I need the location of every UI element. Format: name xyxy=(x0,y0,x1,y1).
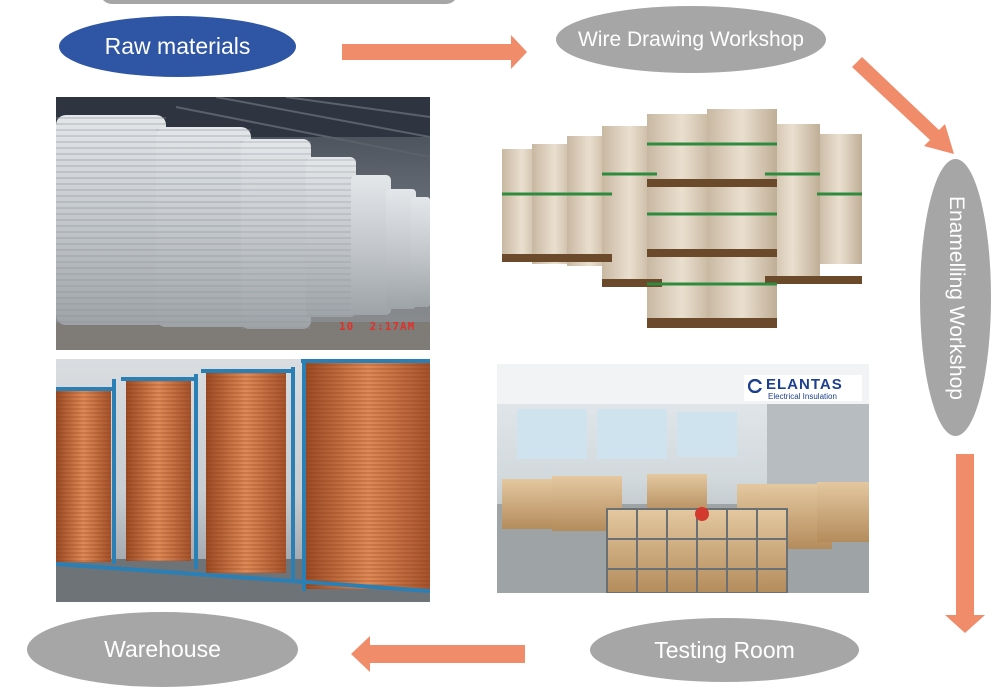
elantas-logo: ELANTAS Electrical Insulation xyxy=(744,375,862,401)
elantas-logo-tagline: Electrical Insulation xyxy=(768,392,837,401)
node-testing-room: Testing Room xyxy=(590,618,859,682)
node-warehouse-label: Warehouse xyxy=(104,636,221,662)
node-raw-materials-label: Raw materials xyxy=(104,33,251,59)
photo-aluminum-wire-coils xyxy=(56,97,430,350)
node-wire-drawing-workshop: Wire Drawing Workshop xyxy=(556,6,826,73)
arrow-enamel-to-testing xyxy=(945,454,985,633)
node-testing-label: Testing Room xyxy=(654,636,795,663)
elantas-logo-brand: ELANTAS xyxy=(766,376,843,393)
node-wire-drawing-label: Wire Drawing Workshop xyxy=(577,27,804,51)
photo-timestamp: 10 2:17AM xyxy=(339,320,416,333)
photo-enamel-ibc-tanks xyxy=(497,364,869,593)
arrow-testing-to-warehouse xyxy=(351,636,525,672)
arrow-wire-to-enamel xyxy=(852,57,954,154)
node-warehouse: Warehouse xyxy=(27,612,298,687)
photo-packaged-wire-pallets xyxy=(497,104,869,343)
node-enamelling-label: Enamelling Workshop xyxy=(944,195,968,400)
arrow-raw-to-wire xyxy=(342,35,527,69)
elantas-logo-mark-icon xyxy=(748,379,762,393)
top-strip-decoration xyxy=(100,0,458,4)
photo-copper-wire-spools xyxy=(56,359,430,602)
node-raw-materials: Raw materials xyxy=(59,16,296,77)
node-enamelling-workshop: Enamelling Workshop xyxy=(920,159,991,436)
